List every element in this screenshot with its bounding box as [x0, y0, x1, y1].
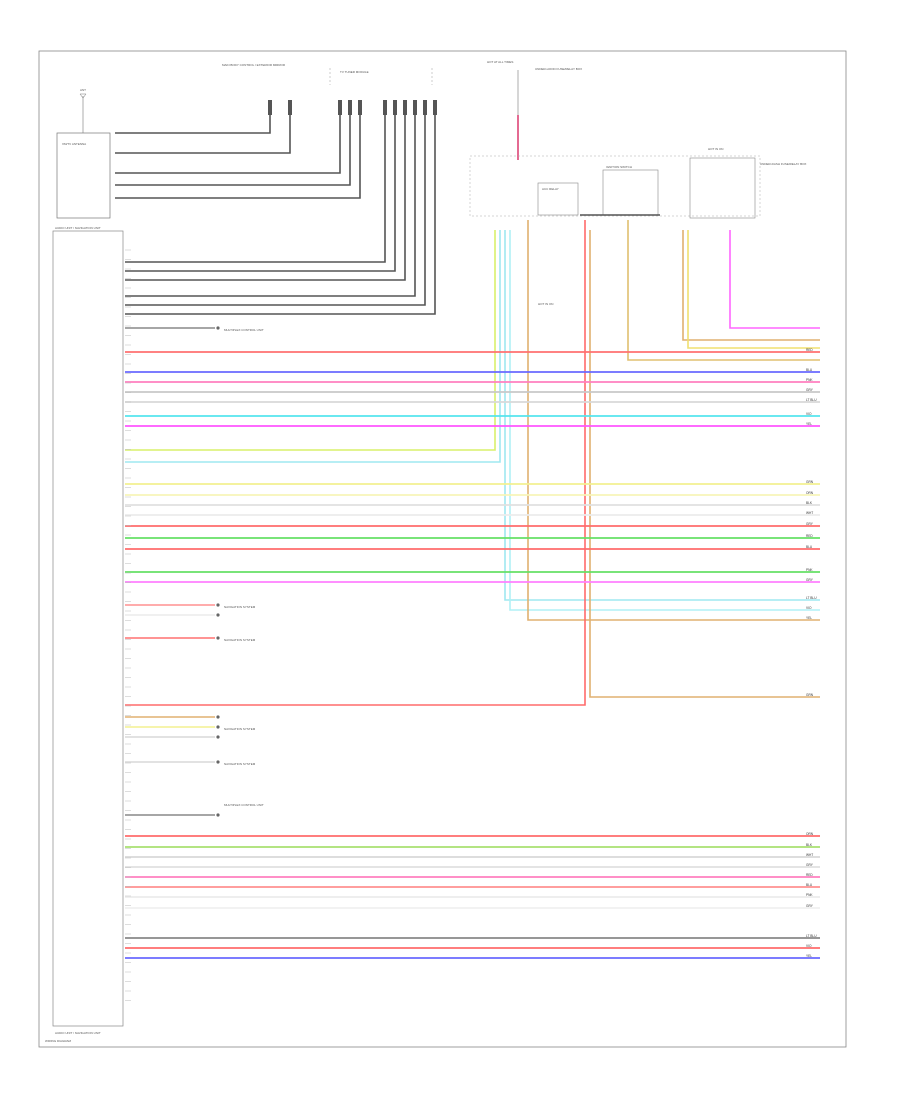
stub-label-6: MULTIPLEX CONTROL UNIT: [224, 803, 264, 807]
short-stubs: [125, 327, 215, 816]
footer-text: WIRING DIAGRAM: [45, 1039, 72, 1043]
antenna-unit-box: [56, 132, 111, 219]
wire-tag: PNK: [806, 378, 813, 382]
wire-tag: YEL: [806, 954, 812, 958]
wire-tag: RED: [806, 534, 813, 538]
wire-tag: GRY: [806, 863, 814, 867]
stub-label-3: NAVIGATION SYSTEM: [224, 638, 256, 642]
wire-tag: ORN: [806, 491, 814, 495]
top-harness: [115, 115, 436, 315]
stub-label-1: MULTIPLEX CONTROL UNIT: [224, 328, 264, 332]
stub-end-markers: [216, 326, 220, 817]
wire-tag: LT BLU: [806, 398, 817, 402]
wire-tag: GRY: [806, 388, 814, 392]
wire-tag: GRN: [806, 693, 814, 697]
fuse-box-label: UNDER-HOOD FUSE/RELAY BOX: [535, 67, 582, 71]
mid-note-label: HOT IN ON: [538, 302, 553, 306]
wire-tag: WHT: [806, 511, 813, 515]
wire-tag: GRY: [806, 578, 814, 582]
tv-tuner-label: TV TUNER MODULE: [340, 70, 369, 74]
wire-tag: LT BLU: [806, 934, 817, 938]
audio-unit-footer: AUDIO UNIT / NAVIGATION UNIT: [55, 1031, 101, 1035]
stub-label-2: NAVIGATION SYSTEM: [224, 605, 256, 609]
wire-tag: WHT: [806, 853, 813, 857]
wire-tag: GRY: [806, 904, 814, 908]
wire-tag: LT BLU: [806, 596, 817, 600]
relay-box: [537, 182, 579, 216]
top-left-block-label: MAIN BODY CONTROL / EXTERIOR MIRROR: [222, 63, 286, 67]
relay-label: ACC RELAY: [542, 187, 559, 191]
stub-label-5: NAVIGATION SYSTEM: [224, 762, 256, 766]
top-connector-pins: [268, 100, 437, 115]
hot-in-on-label: HOT IN ON: [708, 147, 723, 151]
ignition-switch-box: [602, 169, 659, 216]
audio-unit-label: AUDIO UNIT / NAVIGATION UNIT: [55, 226, 101, 230]
wire-tag: BLU: [806, 545, 813, 549]
wire-tag: ORN: [806, 832, 814, 836]
stub-label-4: NAVIGATION SYSTEM: [224, 727, 256, 731]
wire-tag: BLU: [806, 883, 813, 887]
wire-tag: VIO: [806, 412, 812, 416]
wire-tag: GRY: [806, 522, 814, 526]
antenna-label: ANT: [80, 88, 86, 92]
vertical-risers: [125, 220, 820, 706]
under-dash-box: [689, 157, 756, 219]
ignition-switch-label: IGNITION SWITCH: [606, 165, 632, 169]
wire-tag: RED: [806, 873, 813, 877]
main-harness: [125, 351, 820, 959]
hot-all-times-label: HOT AT ALL TIMES: [487, 60, 513, 64]
wire-tag: BLU: [806, 368, 813, 372]
wire-tag: YEL: [806, 616, 812, 620]
wire-tag: VIO: [806, 944, 812, 948]
wire-tag: PNK: [806, 893, 813, 897]
diagram-frame: [38, 50, 847, 1048]
audio-unit-box: [52, 230, 124, 1027]
wire-tag: PNK: [806, 568, 813, 572]
wire-tag: YEL: [806, 422, 812, 426]
wire-tag: BLK: [806, 501, 813, 505]
antenna-icon: [79, 93, 87, 99]
right-block-label: UNDER-DASH FUSE/RELAY BOX: [760, 162, 806, 166]
right-wire-tags: RED BLU PNK GRY LT BLU VIO YEL GRN ORN BLK WHT GRY R…: [806, 348, 817, 958]
antenna-unit-label: XM/TV ANTENNA: [62, 142, 86, 146]
left-pin-column: [125, 249, 131, 1001]
wire-tag: BLK: [806, 843, 813, 847]
wire-tag: VIO: [806, 606, 812, 610]
wire-tag: GRN: [806, 480, 814, 484]
wire-tag: RED: [806, 348, 813, 352]
